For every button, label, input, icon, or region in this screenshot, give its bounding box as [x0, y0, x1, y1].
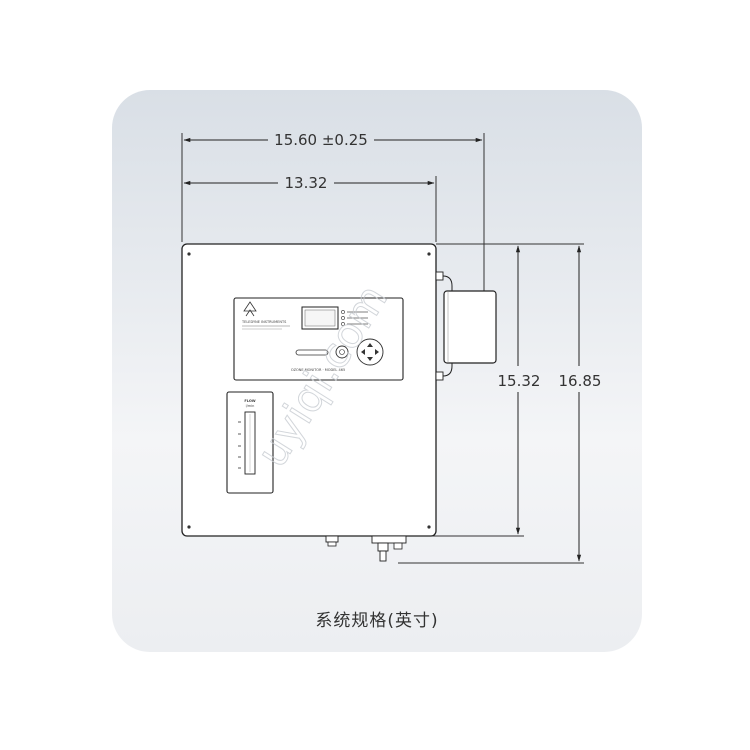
diagram-caption: 系统规格(英寸)	[315, 611, 439, 631]
flowmeter: FLOW l/min	[226, 391, 274, 494]
dim-overall-width: 15.60 ±0.25	[183, 131, 483, 149]
screw-icon	[187, 525, 191, 529]
side-pump	[435, 271, 497, 381]
dim-overall-height: 16.85	[559, 245, 602, 562]
key-switch	[295, 345, 349, 359]
screw-icon	[427, 525, 431, 529]
flow-unit: l/min	[246, 404, 255, 408]
extension-lines	[181, 133, 584, 564]
dim-overall-width-label: 15.60 ±0.25	[274, 131, 368, 149]
control-panel: TELEDYNE INSTRUMENTS OZONE M	[233, 297, 404, 381]
screw-icon	[187, 252, 191, 256]
status-leds	[341, 310, 368, 326]
flow-scale-ticks	[238, 421, 241, 469]
dim-body-height: 15.32	[498, 245, 541, 535]
brand-label: TELEDYNE INSTRUMENTS	[241, 320, 287, 324]
model-label: OZONE MONITOR · MODEL 465	[291, 368, 345, 372]
dim-overall-height-label: 16.85	[559, 372, 602, 390]
logo-icon	[243, 301, 257, 317]
dim-body-height-label: 15.32	[498, 372, 541, 390]
bottom-fittings	[325, 535, 407, 562]
dim-body-width: 13.32	[183, 174, 435, 192]
flow-label: FLOW	[244, 399, 255, 403]
screw-icon	[427, 252, 431, 256]
dim-body-width-label: 13.32	[285, 174, 328, 192]
keypad-icon	[356, 338, 384, 366]
